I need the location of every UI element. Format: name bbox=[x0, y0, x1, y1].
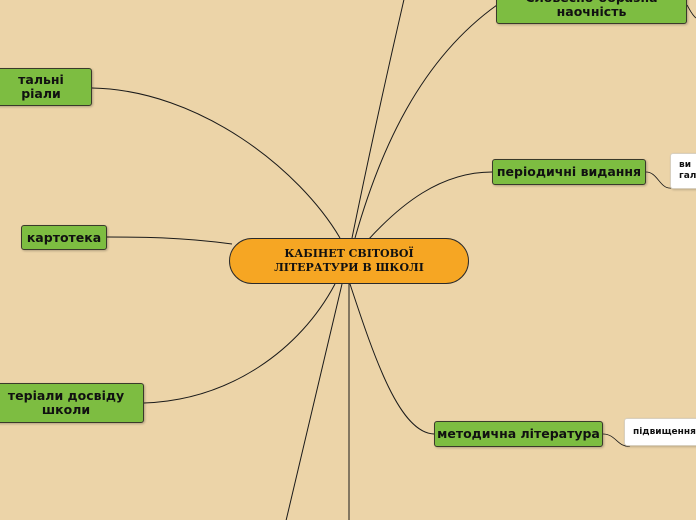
central-topic[interactable]: КАБІНЕТ СВІТОВОЇ ЛІТЕРАТУРИ В ШКОЛІ bbox=[229, 238, 469, 284]
topic-materials[interactable]: тальні ріали bbox=[0, 68, 92, 106]
topic-methodical[interactable]: методична література bbox=[434, 421, 603, 447]
topic-materials-label: тальні ріали bbox=[18, 72, 64, 101]
topic-periodicals[interactable]: періодичні видання bbox=[492, 159, 646, 185]
connector-visual bbox=[354, 4, 498, 239]
connector-offscreen-bottom-left bbox=[285, 283, 343, 520]
topic-experience[interactable]: теріали досвіду школи bbox=[0, 383, 144, 423]
connector-offscreen-top bbox=[351, 0, 405, 239]
connector-methodical-sub bbox=[602, 433, 631, 447]
topic-experience-label: теріали досвіду школи bbox=[7, 388, 125, 417]
connector-visual-right bbox=[686, 4, 696, 19]
topic-visual-label: Словесно-образна наочність bbox=[525, 0, 657, 19]
topic-catalog-label: картотека bbox=[26, 229, 102, 245]
connector-materials bbox=[91, 87, 341, 239]
connector-methodical bbox=[349, 283, 435, 435]
subtopic-methodical-label: підвищення bbox=[633, 426, 696, 437]
connector-periodicals bbox=[367, 171, 493, 241]
topic-periodicals-label: періодичні видання bbox=[496, 164, 642, 179]
subtopic-methodical[interactable]: підвищення bbox=[624, 418, 696, 446]
topic-catalog[interactable]: картотека bbox=[21, 225, 107, 250]
subtopic-periodicals[interactable]: ви гал bbox=[670, 153, 696, 189]
topic-methodical-label: методична література bbox=[437, 426, 600, 441]
connector-periodicals-sub bbox=[645, 171, 673, 189]
connector-experience bbox=[143, 283, 336, 404]
topic-visual[interactable]: Словесно-образна наочність bbox=[496, 0, 687, 24]
central-topic-label: КАБІНЕТ СВІТОВОЇ ЛІТЕРАТУРИ В ШКОЛІ bbox=[274, 247, 424, 274]
connector-catalog bbox=[106, 236, 233, 245]
subtopic-periodicals-label: ви гал bbox=[679, 160, 696, 181]
